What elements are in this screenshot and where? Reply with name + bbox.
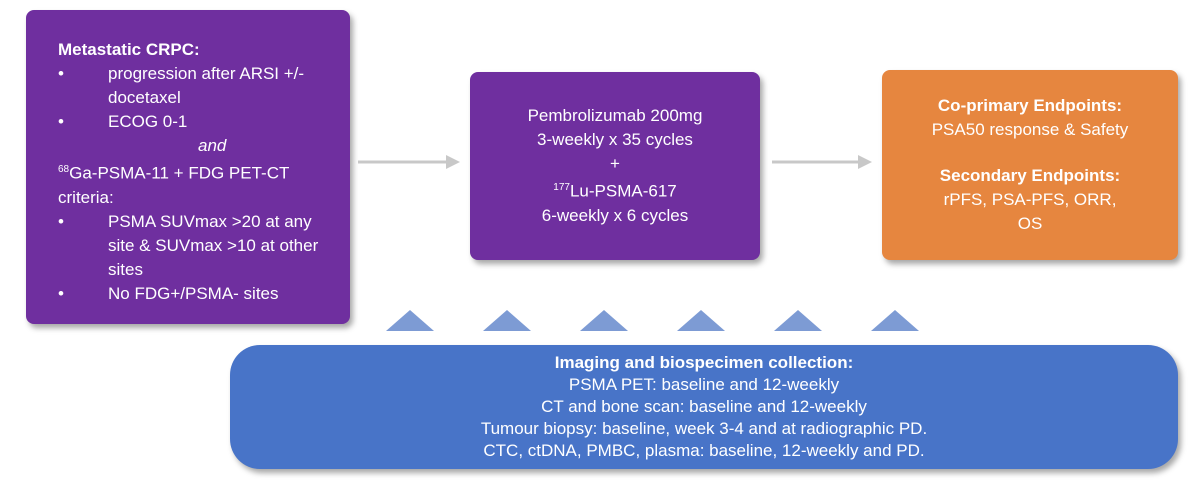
criterion-ecog: ECOG 0-1 [108, 112, 188, 131]
pembrolizumab-schedule: 3-weekly x 35 cycles [537, 130, 693, 150]
treatment-box: Pembrolizumab 200mg 3-weekly x 35 cycles… [470, 72, 760, 260]
criterion-progression: progression after ARSI +/- docetaxel [108, 64, 305, 107]
pembrolizumab-dose: Pembrolizumab 200mg [527, 106, 703, 126]
timepoint-triangle [483, 310, 531, 331]
imaging-title: Imaging and biospecimen collection: [554, 353, 854, 372]
secondary-endpoints-line-2: OS [1017, 214, 1043, 233]
timepoint-triangle [774, 310, 822, 331]
criterion-fdg: No FDG+/PSMA- sites [108, 283, 279, 303]
treatment-text: Pembrolizumab 200mg 3-weekly x 35 cycles… [528, 104, 703, 228]
secondary-endpoints-line-1: rPFS, PSA-PFS, ORR, [943, 190, 1117, 209]
bullet-glyph: • [58, 64, 64, 83]
imaging-line-ct: CT and bone scan: baseline and 12-weekly [541, 397, 867, 416]
eligibility-bullet: • No FDG+/PSMA- sites [58, 282, 336, 306]
plus-sign: + [610, 154, 620, 174]
criterion-suvmax: PSMA SUVmax >20 at any site & SUVmax >10… [108, 211, 319, 279]
eligibility-bullet: • PSMA SUVmax >20 at any site & SUVmax >… [58, 210, 336, 282]
and-connector: and [198, 136, 227, 155]
pet-isotope-superscript: 68 [58, 164, 70, 175]
arrow-treatment-to-endpoints [772, 155, 872, 169]
eligibility-bullet: • ECOG 0-1 [58, 110, 336, 134]
lutetium-drug-text: Lu-PSMA-617 [569, 181, 677, 201]
pet-criteria-text: Ga-PSMA-11 + FDG PET-CT criteria: [58, 163, 290, 207]
primary-endpoints-title: Co-primary Endpoints: [937, 96, 1123, 115]
lutetium-schedule: 6-weekly x 6 cycles [541, 205, 689, 225]
primary-endpoints-text: PSA50 response & Safety [931, 120, 1129, 139]
lutetium-isotope-superscript: 177 [553, 182, 570, 194]
timepoint-triangle [677, 310, 725, 331]
arrow-eligibility-to-treatment [358, 155, 460, 169]
timepoint-triangle [386, 310, 434, 331]
imaging-line-biopsy: Tumour biopsy: baseline, week 3-4 and at… [480, 419, 928, 438]
timepoint-triangle [871, 310, 919, 331]
lutetium-drug: 177Lu-PSMA-617 [528, 176, 703, 204]
eligibility-box: Metastatic CRPC: • progression after ARS… [26, 10, 350, 324]
endpoints-box: Co-primary Endpoints: PSA50 response & S… [882, 70, 1178, 260]
imaging-line-psma: PSMA PET: baseline and 12-weekly [568, 375, 840, 394]
bullet-glyph: • [58, 211, 64, 231]
secondary-endpoints-title: Secondary Endpoints: [939, 166, 1121, 185]
pet-criteria-heading: 68Ga-PSMA-11 + FDG PET-CT criteria: [58, 158, 336, 210]
eligibility-title: Metastatic CRPC: [58, 40, 200, 59]
bullet-glyph: • [58, 112, 64, 131]
eligibility-bullet: • progression after ARSI +/- docetaxel [58, 62, 336, 110]
bullet-glyph: • [58, 283, 64, 303]
imaging-box: Imaging and biospecimen collection: PSMA… [230, 345, 1178, 469]
imaging-line-liquid: CTC, ctDNA, PMBC, plasma: baseline, 12-w… [483, 441, 925, 460]
timepoint-triangle [580, 310, 628, 331]
